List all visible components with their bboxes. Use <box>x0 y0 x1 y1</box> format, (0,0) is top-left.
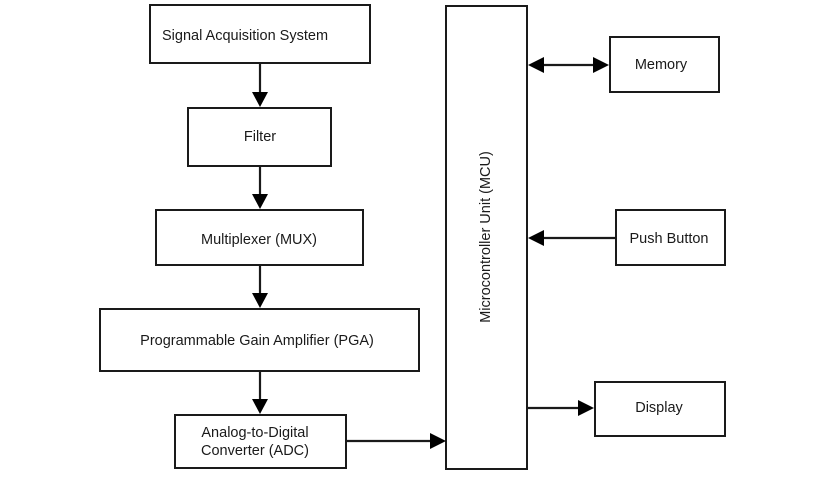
pga-block: Programmable Gain Amplifier (PGA) <box>99 308 420 372</box>
push-button-label: Push Button <box>630 231 709 247</box>
display-block: Display <box>594 381 726 437</box>
adc-label-line1: Analog-to-Digital <box>201 425 308 441</box>
mcu-block: Microcontroller Unit (MCU) <box>445 5 528 470</box>
multiplexer-block: Multiplexer (MUX) <box>155 209 364 266</box>
arrow-filter-to-mux <box>252 166 268 209</box>
filter-label: Filter <box>244 129 276 145</box>
display-label: Display <box>635 400 683 416</box>
adc-label-line2: Converter (ADC) <box>201 443 309 459</box>
memory-label: Memory <box>635 57 688 73</box>
multiplexer-label: Multiplexer (MUX) <box>201 232 317 248</box>
signal-acquisition-system-block: Signal Acquisition System <box>149 4 371 64</box>
filter-block: Filter <box>187 107 332 167</box>
arrow-mcu-memory-bidirectional <box>528 57 609 73</box>
mcu-label: Microcontroller Unit (MCU) <box>478 151 494 323</box>
arrow-adc-to-mcu <box>346 433 446 449</box>
arrow-mcu-to-display <box>527 400 594 416</box>
pga-label: Programmable Gain Amplifier (PGA) <box>140 333 374 349</box>
signal-acquisition-system-label: Signal Acquisition System <box>162 28 328 44</box>
memory-block: Memory <box>609 36 720 93</box>
arrow-signal-to-filter <box>252 63 268 107</box>
adc-block: Analog-to-Digital Converter (ADC) <box>174 414 347 469</box>
arrow-pga-to-adc <box>252 371 268 414</box>
arrow-pushbutton-to-mcu <box>528 230 616 246</box>
arrow-mux-to-pga <box>252 265 268 308</box>
push-button-block: Push Button <box>615 209 726 266</box>
